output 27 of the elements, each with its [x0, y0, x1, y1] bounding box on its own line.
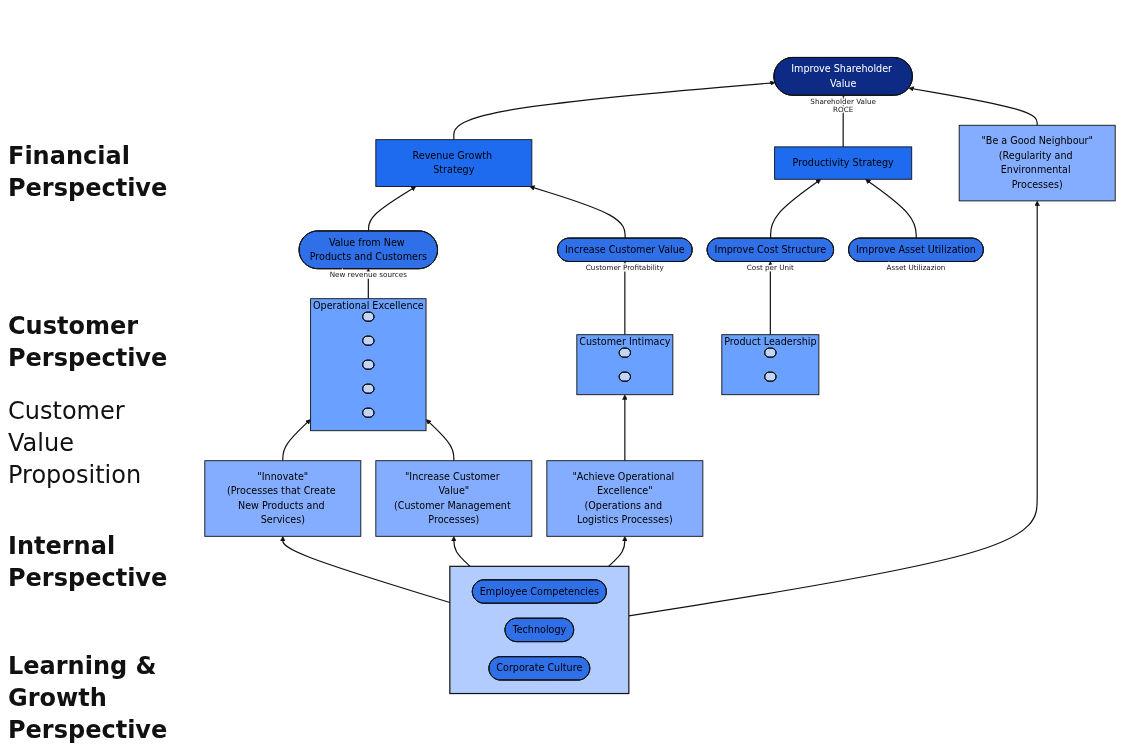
arrow [607, 536, 628, 567]
arrow [425, 419, 455, 462]
node-box: Productivity Strategy [774, 146, 913, 180]
arrow [622, 394, 628, 462]
arrow [529, 185, 626, 239]
arrow [908, 86, 1038, 126]
node-box: Revenue Growth Strategy [375, 139, 533, 187]
cluster: Customer Intimacy [576, 334, 674, 396]
arrow [451, 536, 471, 567]
node-box: "Innovate" (Processes that Create New Products and Services) [204, 460, 362, 537]
cluster: Product Leadership [721, 334, 820, 396]
arrow [282, 419, 311, 462]
perspective-subheading: Customer Value Proposition [8, 396, 143, 491]
arrow [453, 80, 776, 141]
perspective-heading: Customer Perspective [8, 311, 169, 374]
perspective-heading: Internal Perspective [8, 531, 169, 594]
arrow [865, 179, 917, 239]
cluster: Operational Excellence [310, 298, 427, 432]
node-box: "Increase Customer Value" (Customer Management Processes) [375, 460, 533, 537]
cluster [449, 565, 630, 695]
arrow [770, 179, 822, 239]
arrow [628, 200, 1040, 617]
arrow [367, 186, 417, 232]
node-box: "Achieve Operational Excellence" (Operations and Logistics Processes) [546, 460, 704, 537]
perspective-heading: Learning & Growth Perspective [8, 651, 169, 746]
perspective-heading: Financial Perspective [8, 141, 169, 204]
node-box: "Be a Good Neighbour" (Regularity and Environmental Processes) [958, 124, 1116, 202]
